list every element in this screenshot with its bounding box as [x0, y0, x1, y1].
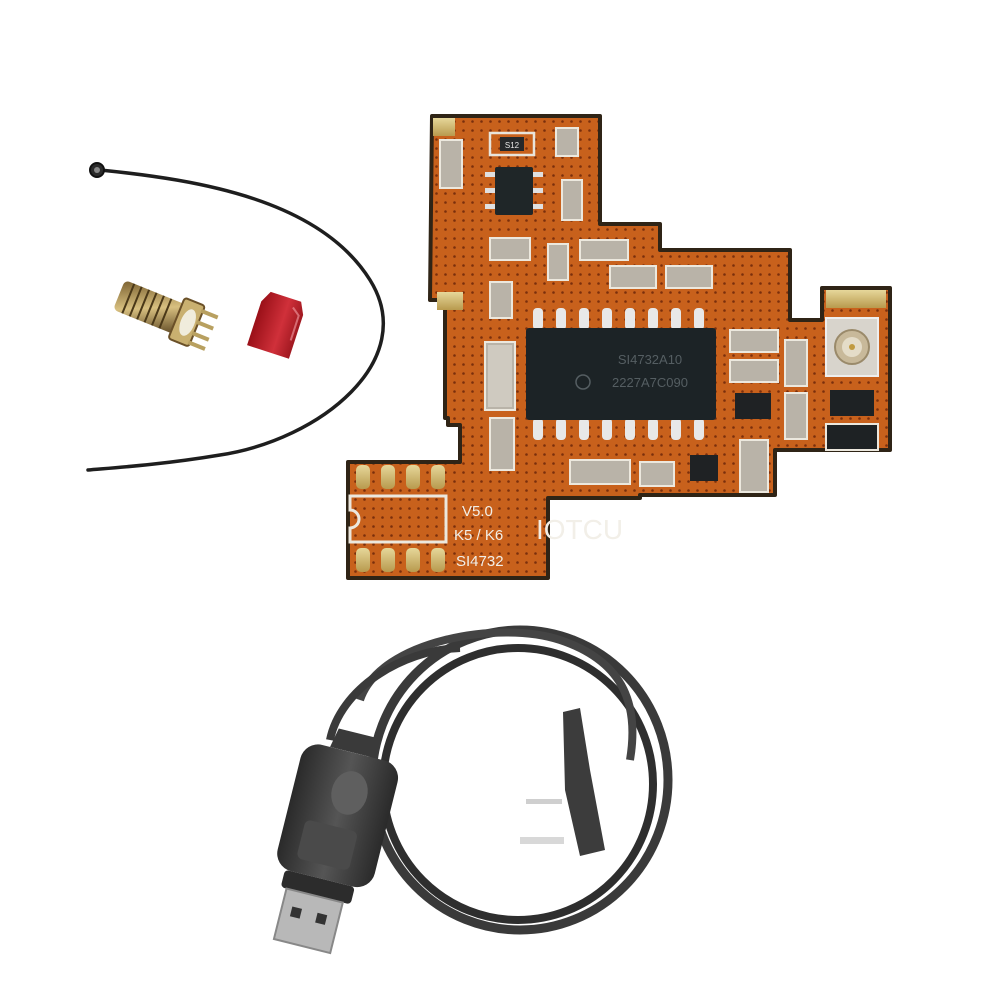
main-ic-si4732: SI4732A10 2227A7C090 [526, 308, 716, 440]
bottom-left-footprint [348, 465, 448, 572]
pigtail-cable [86, 162, 385, 472]
small-ic-marking: S12 [505, 141, 520, 150]
red-cap [247, 291, 304, 359]
pcb-chip-label: SI4732 [456, 553, 504, 570]
pcb-model-label: K5 / K6 [454, 527, 503, 544]
sma-connector [114, 281, 219, 351]
usb-programming-cable [272, 625, 673, 955]
pcb-brand-label: IOTCU [536, 514, 623, 545]
ic-marking-line1: SI4732A10 [618, 352, 682, 367]
smd-components [439, 127, 808, 493]
radio-module-pcb: S12 [346, 114, 892, 580]
usb-plug [272, 728, 399, 955]
ic-marking-line2: 2227A7C090 [612, 375, 688, 390]
pcb-version-label: V5.0 [462, 503, 493, 520]
ufl-connector [825, 317, 879, 451]
kenwood-plug [520, 708, 605, 856]
